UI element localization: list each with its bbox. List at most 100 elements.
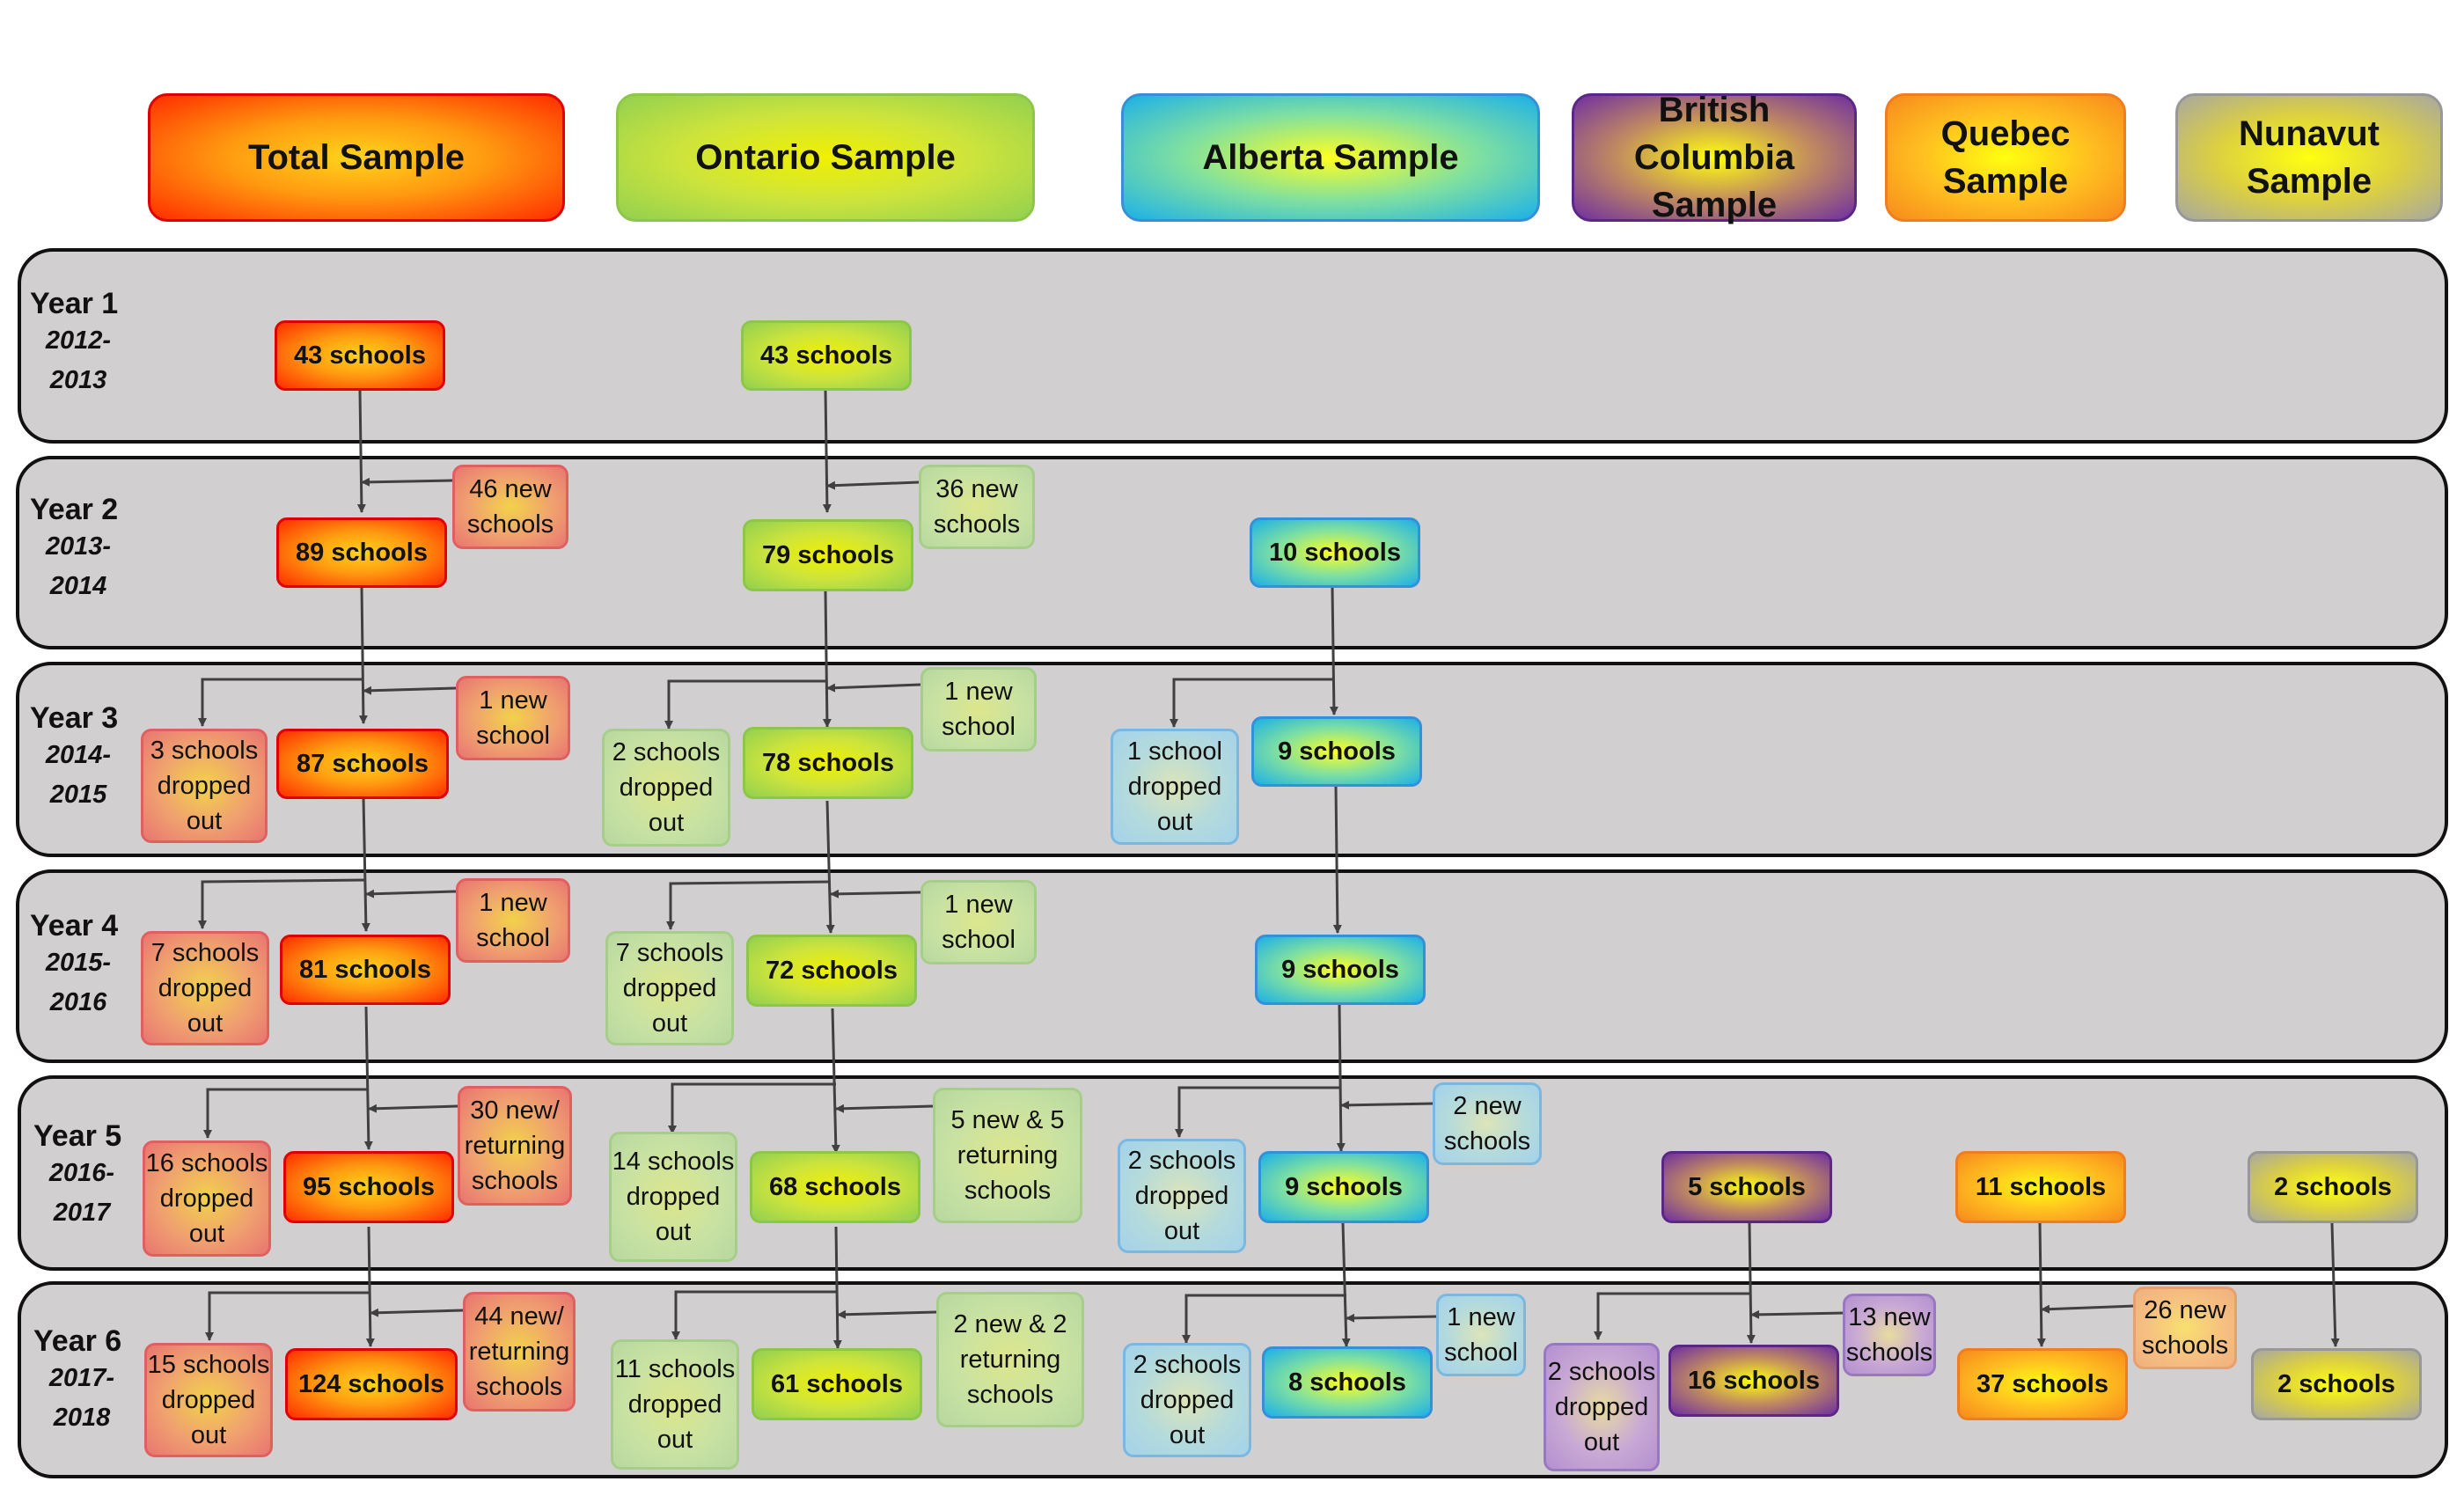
ontario-year5-count: 68 schools [750,1151,920,1223]
alberta-year3-count: 9 schools [1251,716,1422,787]
year-range-start: 2014- [45,741,112,769]
note-label: 1 new school [942,891,1016,954]
ontario-year6-count: 61 schools [752,1348,922,1420]
count-label: 5 schools [1688,1173,1806,1201]
note-label: 3 schools dropped out [150,737,259,835]
count-label: 2 schools [2274,1173,2392,1201]
count-label: 87 schools [297,750,429,778]
year-label-group-5: Year 5 2016- 2017 [33,1119,130,1233]
note-label: 11 schools dropped out [614,1355,736,1454]
count-label: 79 schools [762,541,894,569]
count-label: 10 schools [1269,539,1401,567]
note-label: 14 schools dropped out [612,1148,735,1246]
count-label: 37 schools [1976,1370,2108,1398]
ontario-year4-count: 72 schools [746,935,917,1007]
total-year6-count: 124 schools [285,1348,458,1420]
ontario-year6-dropped: 11 schools dropped out [611,1339,739,1470]
note-label: 36 new schools [933,475,1021,539]
note-label: 7 schools dropped out [615,939,724,1038]
header-alberta-sample: Alberta Sample [1121,93,1540,222]
bc-year6-dropped: 2 schools dropped out [1544,1343,1660,1471]
header-label: Nunavut Sample [2239,114,2380,201]
count-label: 72 schools [766,957,898,985]
count-label: 9 schools [1281,956,1399,984]
alberta-year5-dropped: 2 schools dropped out [1118,1139,1246,1253]
total-year6-new: 44 new/ returning schools [463,1292,576,1412]
header-quebec-sample: Quebec Sample [1885,93,2126,222]
count-label: 11 schools [1975,1173,2107,1201]
year-range-start: 2013- [45,532,112,561]
ontario-year2-count: 79 schools [743,519,913,591]
total-year3-dropped: 3 schools dropped out [141,729,268,843]
note-label: 2 new & 2 returning schools [953,1310,1067,1409]
header-label: Alberta Sample [1202,138,1459,177]
count-label: 81 schools [299,956,431,984]
count-label: 68 schools [769,1173,901,1201]
year-range-end: 2013 [49,366,107,394]
note-label: 13 new schools [1845,1303,1933,1367]
total-year3-new: 1 new school [456,676,570,760]
year-label-group-6: Year 6 2017- 2018 [33,1324,130,1438]
total-year2-new: 46 new schools [452,465,568,549]
total-year5-dropped: 16 schools dropped out [143,1140,271,1257]
ontario-year3-new: 1 new school [920,667,1037,752]
quebec-year6-new: 26 new schools [2133,1287,2237,1369]
year-range-start: 2016- [48,1159,115,1187]
header-label: Ontario Sample [695,138,956,177]
note-label: 2 new schools [1443,1092,1531,1155]
bc-year6-new: 13 new schools [1843,1294,1936,1376]
total-year1-count: 43 schools [275,320,445,391]
total-year4-dropped: 7 schools dropped out [141,931,269,1045]
year-range-start: 2017- [48,1364,115,1392]
count-label: 8 schools [1288,1368,1406,1397]
header-british-columbia-sample: British Columbia Sample [1572,91,1857,224]
ontario-year3-dropped: 2 schools dropped out [602,729,730,847]
note-label: 26 new schools [2141,1296,2229,1360]
count-label: 78 schools [762,749,894,777]
alberta-year6-new: 1 new school [1436,1294,1526,1376]
header-label: Quebec Sample [1940,114,2071,201]
nunavut-year5-count: 2 schools [2248,1151,2418,1223]
year-range-start: 2015- [45,949,112,977]
total-year5-count: 95 schools [283,1151,454,1223]
note-label: 2 schools dropped out [1547,1358,1656,1456]
note-label: 2 schools dropped out [612,738,721,837]
count-label: 16 schools [1688,1367,1820,1395]
count-label: 43 schools [760,341,892,370]
count-label: 9 schools [1285,1173,1403,1201]
alberta-year4-count: 9 schools [1255,935,1426,1005]
ontario-year3-count: 78 schools [743,727,913,799]
ontario-year1-count: 43 schools [741,320,912,391]
count-label: 43 schools [294,341,426,370]
note-label: 2 schools dropped out [1133,1351,1242,1449]
header-total-sample: Total Sample [148,93,565,222]
year-label-group-1: Year 1 2012- 2013 [30,287,127,400]
total-year4-new: 1 new school [456,878,570,963]
header-ontario-sample: Ontario Sample [616,93,1035,222]
note-label: 30 new/ returning schools [464,1096,566,1195]
note-label: 1 new school [942,678,1016,741]
year-range-end: 2016 [49,988,107,1016]
year-label: Year 5 [33,1119,122,1153]
year-label: Year 3 [30,701,119,735]
count-label: 2 schools [2277,1370,2395,1398]
alberta-year6-count: 8 schools [1262,1346,1433,1419]
year-range-end: 2017 [53,1199,111,1227]
total-year3-count: 87 schools [276,729,449,799]
year-range-end: 2014 [49,572,107,600]
alberta-year6-dropped: 2 schools dropped out [1123,1343,1251,1457]
note-label: 5 new & 5 returning schools [950,1106,1065,1205]
nunavut-year6-count: 2 schools [2251,1348,2422,1420]
note-label: 2 schools dropped out [1127,1147,1236,1245]
note-label: 7 schools dropped out [150,939,260,1038]
note-label: 16 schools dropped out [145,1149,268,1248]
total-year6-dropped: 15 schools dropped out [144,1343,273,1457]
year-label: Year 4 [30,909,119,942]
ontario-year4-new: 1 new school [920,880,1037,964]
total-year4-count: 81 schools [280,935,451,1005]
note-label: 44 new/ returning schools [468,1302,570,1401]
year-label: Year 1 [30,287,119,320]
year-label-group-3: Year 3 2014- 2015 [30,701,127,815]
ontario-year2-new: 36 new schools [919,465,1035,549]
